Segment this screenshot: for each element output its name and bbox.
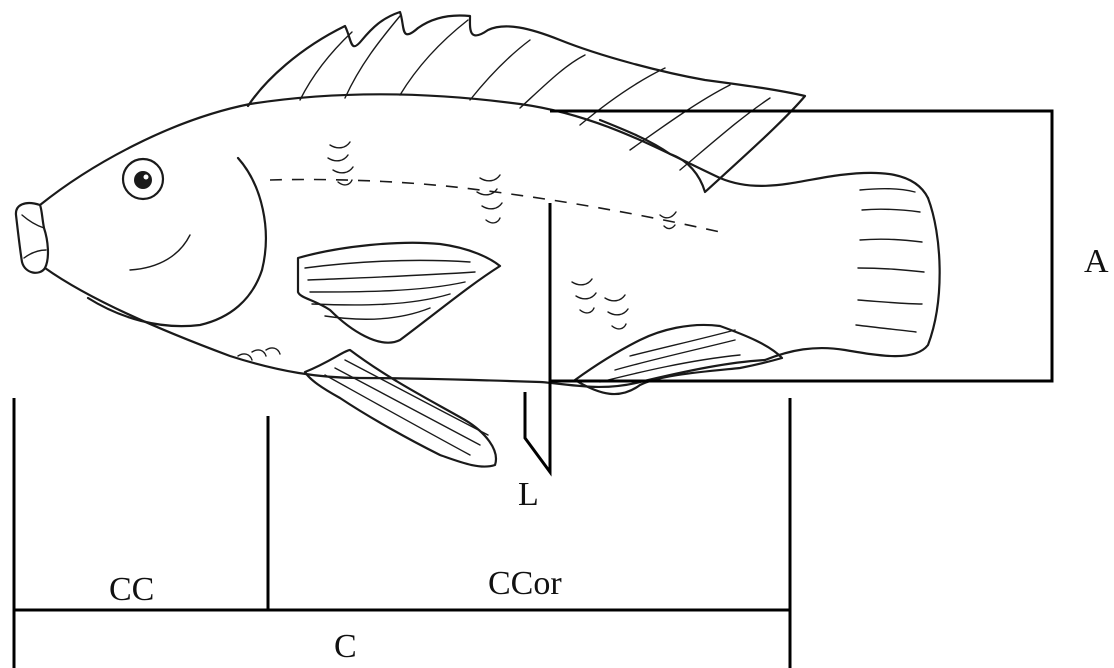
label-A: A <box>1084 243 1109 280</box>
measure-A-box <box>550 111 1052 381</box>
scale-patches <box>238 142 676 360</box>
measure-L-marker <box>525 381 550 472</box>
label-C: C <box>334 628 357 665</box>
mouth <box>16 203 48 273</box>
caudal-fin <box>765 198 940 360</box>
label-CC: CC <box>109 571 154 608</box>
fish-illustration <box>16 12 940 467</box>
pelvic-fin <box>305 350 496 467</box>
pectoral-fin <box>298 243 500 343</box>
anal-fin <box>575 325 782 394</box>
label-L: L <box>518 476 539 513</box>
label-CCor: CCor <box>488 565 562 602</box>
lateral-line <box>270 179 720 232</box>
operculum <box>88 158 266 326</box>
